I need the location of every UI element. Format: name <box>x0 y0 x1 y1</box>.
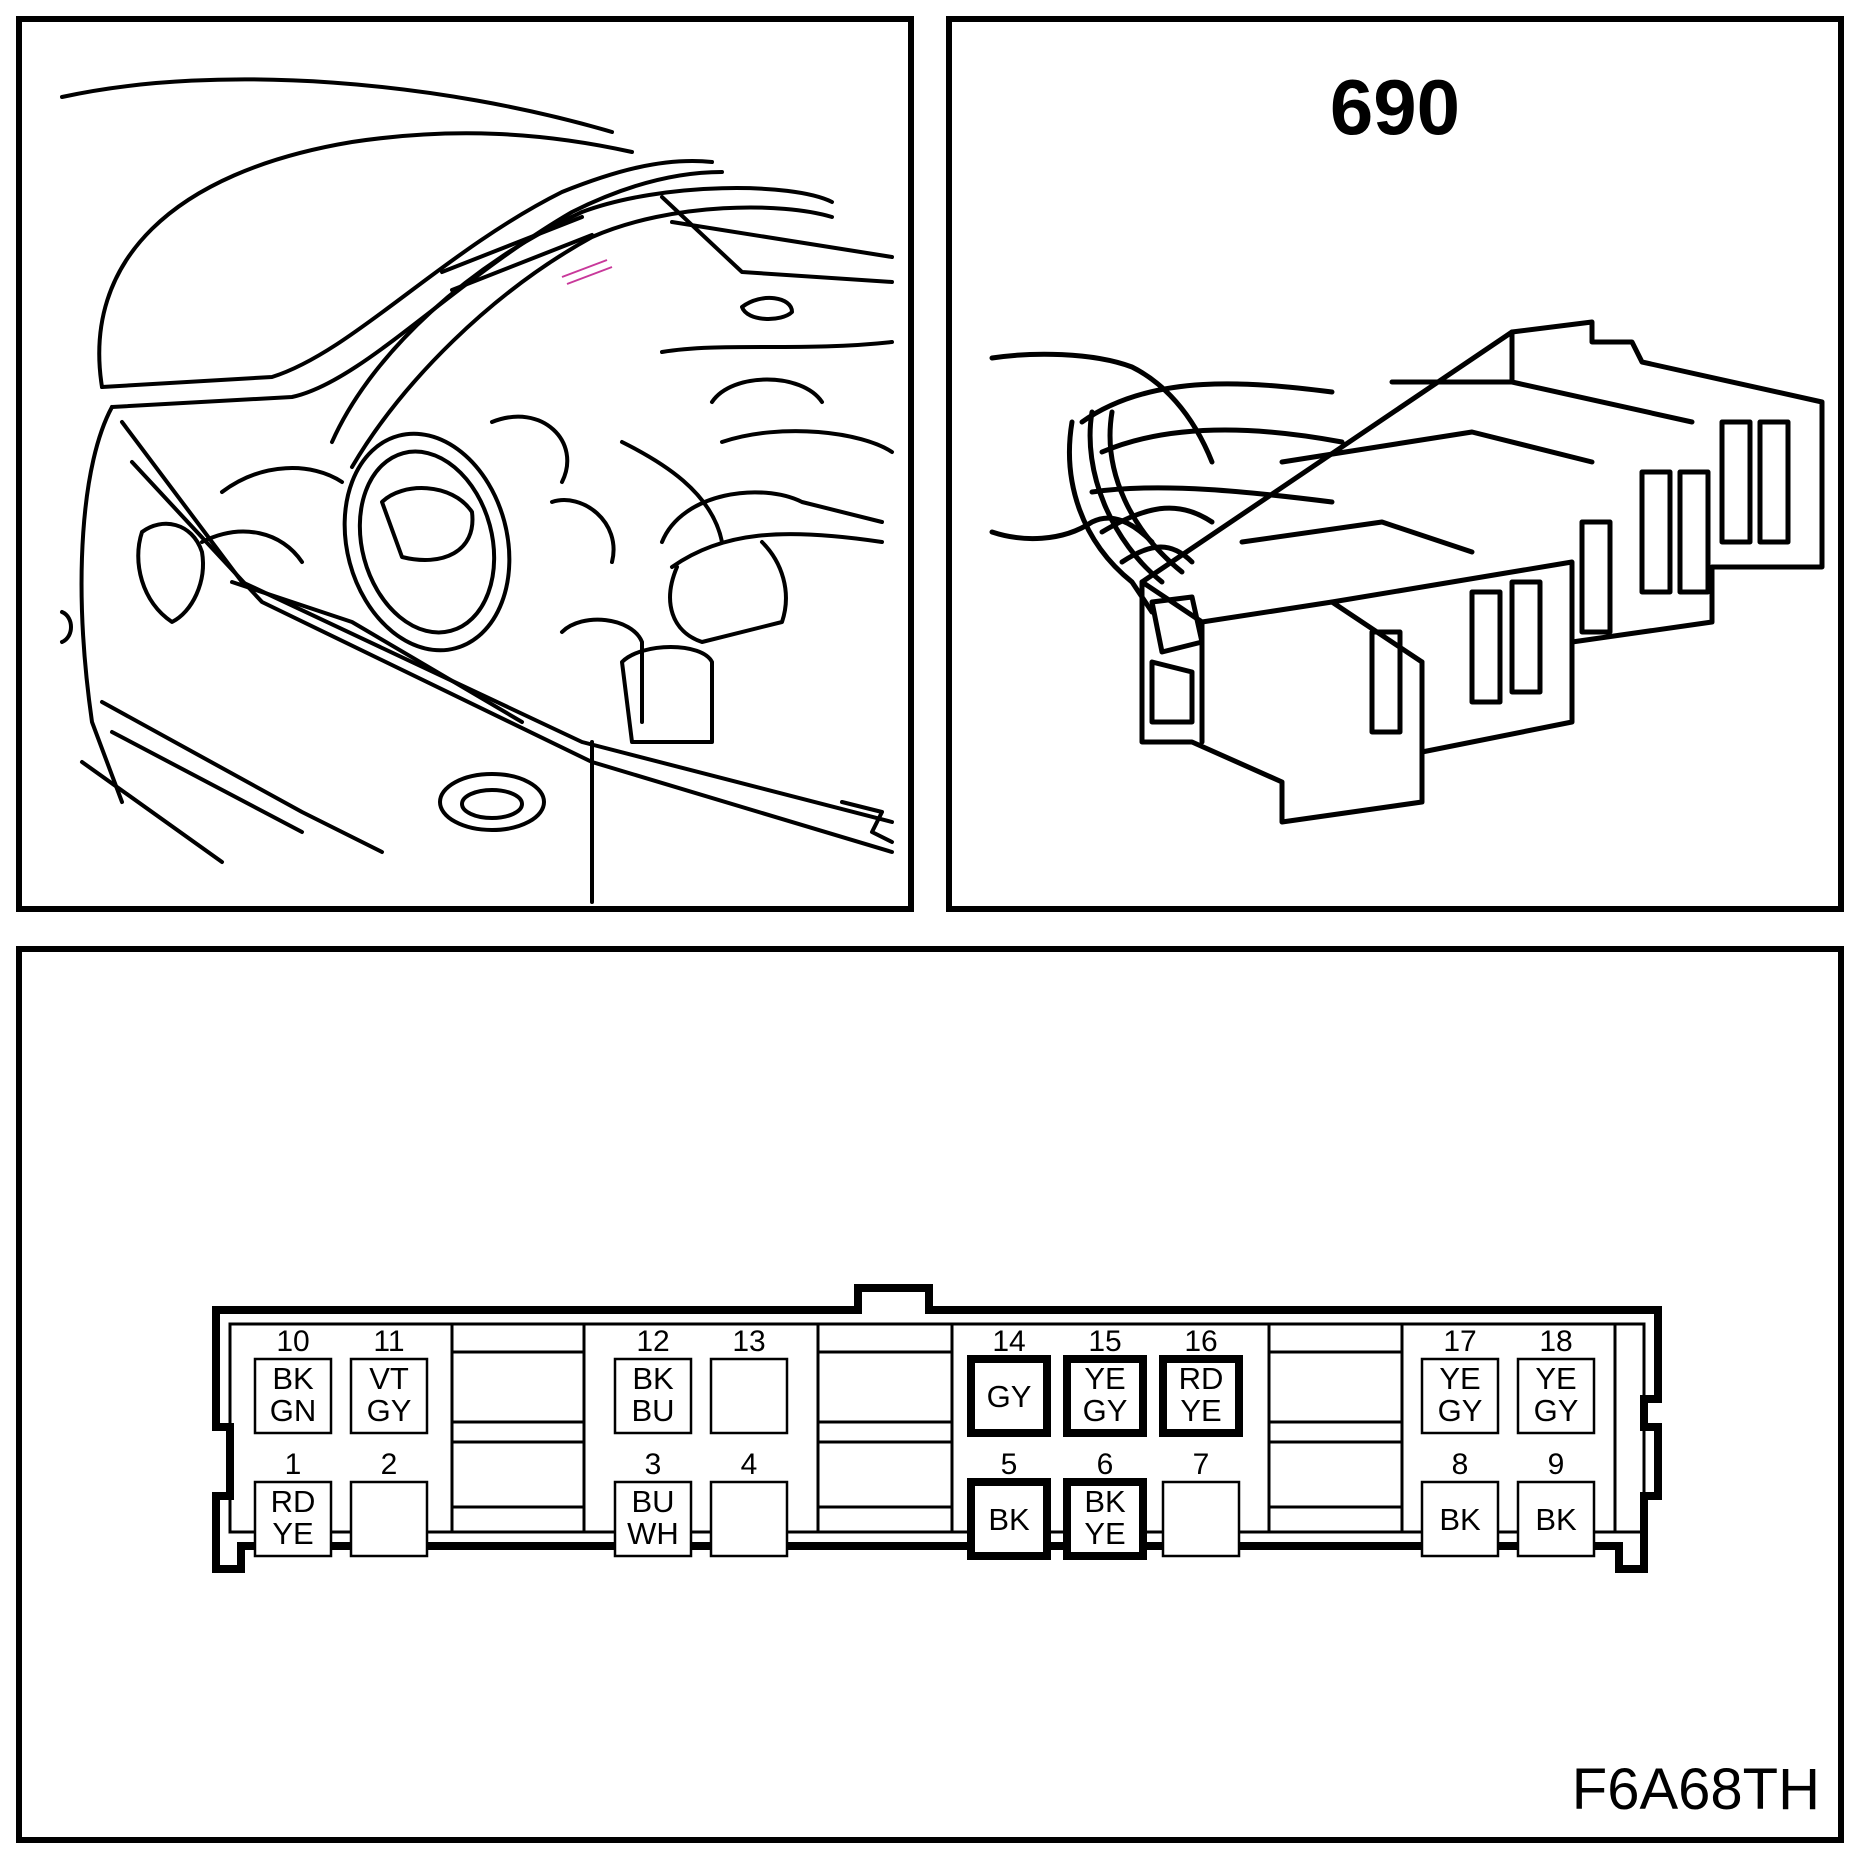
connector-view-panel: 690 <box>946 16 1844 912</box>
pin-2: 2 <box>349 1448 429 1558</box>
wire-color: YE <box>1439 1361 1480 1396</box>
pin-number: 14 <box>992 1325 1025 1358</box>
wire-color: YE <box>1535 1361 1576 1396</box>
pin-cavity <box>253 1357 333 1435</box>
pin-cavity <box>1516 1357 1596 1435</box>
pin-number: 3 <box>645 1448 662 1481</box>
wire-color: VT <box>369 1361 409 1396</box>
wire-color: GY <box>1534 1393 1579 1428</box>
wire-color: YE <box>1084 1361 1125 1396</box>
diagram-code: F6A68TH <box>1571 1757 1820 1822</box>
pin-number: 13 <box>732 1325 765 1358</box>
pin-cavity <box>1161 1480 1241 1558</box>
pin-cavity <box>1063 1355 1147 1437</box>
wire-color: RD <box>1179 1361 1224 1396</box>
wire-color: BU <box>631 1393 674 1428</box>
pin-cavity <box>349 1480 429 1558</box>
wire-color: BU <box>631 1484 674 1519</box>
connector-housing <box>212 1284 1662 1573</box>
wire-color: GY <box>987 1379 1032 1414</box>
pin-13: 13 <box>709 1325 789 1435</box>
wire-color: BK <box>1535 1502 1577 1537</box>
pin-number: 1 <box>285 1448 302 1481</box>
car-interior-illustration <box>60 77 894 904</box>
pin-number: 12 <box>636 1325 669 1358</box>
pin-cavity <box>1420 1480 1500 1558</box>
wire-color: BK <box>988 1502 1030 1537</box>
pin-cavity <box>1063 1478 1147 1560</box>
wire-color: GN <box>270 1393 317 1428</box>
pin-number: 15 <box>1088 1325 1121 1358</box>
pin-number: 17 <box>1443 1325 1476 1358</box>
wire-color: YE <box>272 1516 313 1551</box>
wire-color: YE <box>1180 1393 1221 1428</box>
pin-number: 9 <box>1548 1448 1565 1481</box>
wire-color: RD <box>271 1484 316 1519</box>
pin-cavity <box>967 1355 1051 1437</box>
wire-color: BK <box>1439 1502 1481 1537</box>
location-view-panel <box>16 16 914 912</box>
pin-cavity <box>709 1480 789 1558</box>
wire-color: BK <box>1084 1484 1126 1519</box>
pin-cavity <box>1159 1355 1243 1437</box>
connector-illustration <box>989 319 1825 825</box>
wire-color: GY <box>367 1393 412 1428</box>
pin-number: 7 <box>1193 1448 1210 1481</box>
pin-cavity <box>709 1357 789 1435</box>
wire-color: YE <box>1084 1516 1125 1551</box>
pin-number: 6 <box>1097 1448 1114 1481</box>
pin-number: 5 <box>1001 1448 1018 1481</box>
pin-number: 10 <box>276 1325 309 1358</box>
pin-5: 5BK <box>967 1448 1051 1560</box>
wire-color: GY <box>1083 1393 1128 1428</box>
pin-cavity <box>967 1478 1051 1560</box>
connector-inner-lines <box>228 1322 1646 1534</box>
pin-number: 16 <box>1184 1325 1217 1358</box>
pin-cavity <box>1420 1357 1500 1435</box>
pin-cavity <box>349 1357 429 1435</box>
pin-4: 4 <box>709 1448 789 1558</box>
pin-number: 11 <box>373 1325 404 1358</box>
pin-number: 18 <box>1539 1325 1572 1358</box>
pin-cavity <box>613 1357 693 1435</box>
pin-9: 9BK <box>1516 1448 1596 1558</box>
pin-number: 8 <box>1452 1448 1469 1481</box>
pin-7: 7 <box>1161 1448 1241 1558</box>
wire-color: BK <box>632 1361 674 1396</box>
pin-cavity <box>613 1480 693 1558</box>
wire-color: WH <box>627 1516 679 1551</box>
wire-color: BK <box>272 1361 314 1396</box>
pin-number: 4 <box>741 1448 758 1481</box>
pin-number: 2 <box>381 1448 398 1481</box>
pin-8: 8BK <box>1420 1448 1500 1558</box>
pin-cavity <box>1516 1480 1596 1558</box>
pin-cavity <box>253 1480 333 1558</box>
wire-color: GY <box>1438 1393 1483 1428</box>
connector-number: 690 <box>1329 63 1461 151</box>
